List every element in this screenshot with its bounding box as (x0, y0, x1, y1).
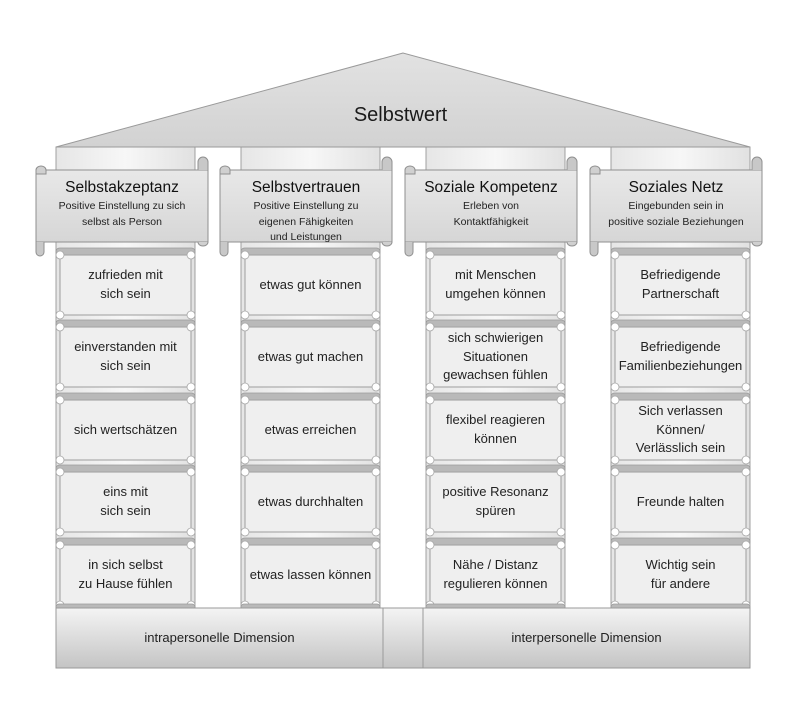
block-label: sich wertschätzen (73, 421, 178, 437)
block-label: Befriedigende Familienbeziehungen (618, 339, 743, 373)
pillar-joint (610, 392, 751, 401)
pillar-joint (425, 464, 566, 473)
pillar-4-block-1 (610, 247, 751, 320)
pillar-1-block-3 (55, 392, 196, 465)
roof-title: Selbstwert (353, 103, 448, 126)
block-label: eins mit sich sein (100, 484, 151, 518)
pillar-joint (240, 392, 381, 401)
pillar-joint (240, 464, 381, 473)
base-left-label: intrapersonelle Dimension (144, 629, 295, 645)
block-label: flexibel reagieren können (445, 412, 545, 446)
pillar-joint (240, 319, 381, 328)
pillar-2-block-4 (240, 464, 381, 537)
pillar-2-block-1 (240, 247, 381, 320)
pillar-2-block-2 (240, 319, 381, 392)
pillar-1-block-1 (55, 247, 196, 320)
block-label: mit Menschen umgehen können (445, 267, 546, 301)
pillar-joint (55, 537, 196, 546)
pillar-1-block-4 (55, 464, 196, 537)
block-label: Freunde halten (636, 493, 725, 509)
base-right-slab (422, 607, 751, 669)
pillar-joint (240, 247, 381, 256)
pillar-joint (55, 464, 196, 473)
pillar-joint (55, 319, 196, 328)
pillar-title: Selbstvertrauen (251, 179, 361, 196)
pillar-subtitle: Eingebunden sein in positive soziale Bez… (608, 200, 744, 228)
pillar-title: Soziale Kompetenz (424, 179, 558, 196)
pillar-joint (55, 247, 196, 256)
pillar-3-block-2 (425, 319, 566, 392)
pillar-4-scroll (589, 156, 763, 257)
block-label: in sich selbst zu Hause fühlen (78, 557, 173, 591)
block-label: etwas gut machen (257, 348, 364, 364)
pillar-1-block-2 (55, 319, 196, 392)
pillar-3-block-1 (425, 247, 566, 320)
pillar-joint (425, 537, 566, 546)
block-label: etwas lassen können (249, 566, 372, 582)
pillar-joint (610, 319, 751, 328)
pillar-joint (425, 247, 566, 256)
pillar-subtitle: Positive Einstellung zu eigenen Fähigkei… (253, 200, 359, 243)
pillar-3-block-3 (425, 392, 566, 465)
pillar-joint (425, 319, 566, 328)
block-label: Wichtig sein für andere (645, 557, 716, 591)
roof (55, 52, 751, 148)
base-left-slab (55, 607, 384, 669)
base-right-label: interpersonelle Dimension (511, 629, 662, 645)
pillar-joint (610, 247, 751, 256)
pillar-joint (610, 464, 751, 473)
block-label: sich schwierigen Situationen gewachsen f… (443, 329, 548, 383)
pillar-joint (240, 537, 381, 546)
pillar-joint (55, 392, 196, 401)
pillar-title: Soziales Netz (628, 179, 724, 196)
block-label: einverstanden mit sich sein (74, 339, 177, 373)
block-label: Sich verlassen Können/ Verlässlich sein (635, 402, 726, 456)
block-label: Nähe / Distanz regulieren können (443, 557, 548, 591)
pillar-joint (425, 392, 566, 401)
pillar-2-block-3 (240, 392, 381, 465)
pillar-title: Selbstakzeptanz (65, 179, 179, 196)
block-label: positive Resonanz spüren (442, 484, 549, 518)
block-label: etwas erreichen (264, 421, 357, 437)
block-label: zufrieden mit sich sein (88, 267, 163, 301)
base-middle-slab (382, 607, 424, 669)
pillar-2-scroll (219, 156, 393, 257)
pillar-4-block-3 (610, 392, 751, 465)
pillar-subtitle: Erleben von Kontaktfähigkeit (453, 200, 529, 228)
pillar-joint (610, 537, 751, 546)
block-label: etwas durchhalten (257, 493, 364, 509)
pillar-4-block-2 (610, 319, 751, 392)
pillar-subtitle: Positive Einstellung zu sich selbst als … (58, 200, 186, 228)
pillar-1-scroll (35, 156, 209, 257)
pillar-3-scroll (404, 156, 578, 257)
block-label: etwas gut können (259, 276, 362, 292)
pillar-4-block-4 (610, 464, 751, 537)
block-label: Befriedigende Partnerschaft (640, 267, 721, 301)
pillar-1-block-5 (55, 537, 196, 610)
pillar-3-block-4 (425, 464, 566, 537)
